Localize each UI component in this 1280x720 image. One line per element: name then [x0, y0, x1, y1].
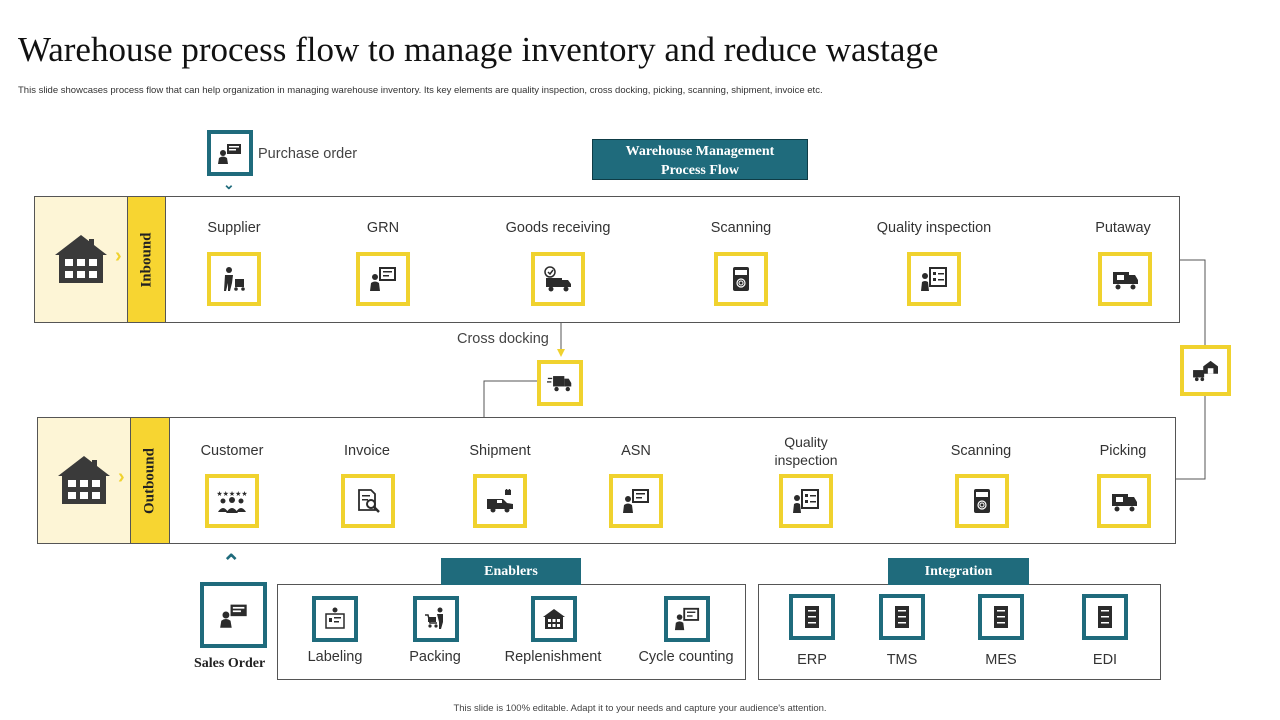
page-subtitle: This slide showcases process flow that c…	[18, 85, 823, 96]
step-label-quality-inspection-out: Quality inspection	[774, 434, 838, 468]
packing-box	[413, 596, 459, 642]
presenter-board-icon	[219, 604, 247, 628]
integration-label-erp: ERP	[797, 652, 827, 668]
page-title: Warehouse process flow to manage invento…	[18, 30, 939, 69]
enabler-label-cycle-counting: Cycle counting	[638, 649, 734, 665]
scanner-icon	[974, 489, 990, 513]
quality-inspection-box	[907, 252, 961, 306]
delivery-truck-icon	[544, 266, 571, 292]
picking-box	[1097, 474, 1151, 528]
quality-inspection-out-box	[779, 474, 833, 528]
checklist-icon	[793, 489, 819, 513]
inbound-label-bar: Inbound	[128, 197, 166, 322]
warehouse-management-header: Warehouse Management Process Flow	[592, 139, 808, 180]
van-icon	[487, 489, 513, 513]
purchase-order-label: Purchase order	[258, 146, 358, 162]
outbound-label-bar: Outbound	[131, 418, 170, 543]
chevron-up-icon: ⌃	[222, 550, 241, 575]
integration-label-tms: TMS	[886, 652, 918, 668]
replenishment-box	[531, 596, 577, 642]
cart-worker-icon	[425, 607, 443, 629]
truck-icon	[1113, 272, 1138, 290]
outbound-label: Outbound	[141, 447, 158, 514]
enabler-label-replenishment: Replenishment	[504, 649, 602, 665]
sales-order-box	[200, 582, 267, 648]
server-icon	[994, 606, 1008, 628]
putaway-box	[1098, 252, 1152, 306]
customer-box: ★★★★★	[205, 474, 259, 528]
edi-box	[1082, 594, 1128, 640]
svg-text:★★★★★: ★★★★★	[217, 490, 247, 498]
step-label-shipment: Shipment	[469, 443, 531, 459]
presenter-board-icon	[218, 144, 241, 164]
chevron-right-icon: ›	[118, 466, 125, 488]
scanner-icon	[733, 267, 749, 291]
shipment-box	[473, 474, 527, 528]
scanning-out-box	[955, 474, 1009, 528]
step-label-quality-inspection: Quality inspection	[876, 220, 992, 236]
supplier-box	[207, 252, 261, 306]
enabler-label-labeling: Labeling	[307, 649, 363, 665]
presenter-board-icon	[674, 607, 700, 631]
warehouse-truck-icon	[1192, 360, 1218, 381]
worker-cart-icon	[224, 267, 245, 291]
cross-docking-box	[537, 360, 583, 406]
warehouse-icon	[55, 235, 107, 283]
step-label-putaway: Putaway	[1095, 220, 1151, 236]
customers-group-icon: ★★★★★	[217, 490, 247, 513]
chevron-right-icon: ›	[115, 245, 122, 267]
step-label-scanning: Scanning	[710, 220, 772, 236]
integration-label-edi: EDI	[1092, 652, 1118, 668]
step-label-goods-receiving: Goods receiving	[505, 220, 611, 236]
header-box-text: Warehouse Management Process Flow	[625, 144, 775, 178]
presenter-board-icon	[370, 267, 396, 291]
transfer-truck-box	[1180, 345, 1231, 396]
label-tag-icon	[325, 607, 345, 629]
server-icon	[805, 606, 819, 628]
cross-docking-label: Cross docking	[457, 331, 549, 347]
enablers-header: Enablers	[441, 558, 581, 585]
step-label-customer: Customer	[200, 443, 264, 459]
server-icon	[895, 606, 909, 628]
step-label-scanning-out: Scanning	[950, 443, 1012, 459]
inbound-band	[34, 196, 1180, 323]
enabler-label-packing: Packing	[409, 649, 461, 665]
invoice-search-icon	[358, 489, 380, 513]
step-label-invoice: Invoice	[344, 443, 390, 459]
chevron-down-icon: ⌄	[223, 176, 235, 192]
purchase-order-box	[207, 130, 253, 176]
sales-order-label: Sales Order	[194, 656, 266, 671]
truck-icon	[1112, 494, 1137, 512]
asn-box	[609, 474, 663, 528]
mes-box	[978, 594, 1024, 640]
labeling-box	[312, 596, 358, 642]
invoice-box	[341, 474, 395, 528]
presenter-board-icon	[623, 489, 649, 513]
checklist-icon	[921, 267, 947, 291]
integration-header: Integration	[888, 558, 1029, 585]
step-label-asn: ASN	[621, 443, 651, 459]
warehouse-icon	[58, 456, 110, 504]
server-icon	[1098, 606, 1112, 628]
outbound-house-panel: ›	[38, 418, 131, 543]
step-label-supplier: Supplier	[207, 220, 261, 236]
inbound-house-panel: ›	[35, 197, 128, 322]
cycle-counting-box	[664, 596, 710, 642]
grn-box	[356, 252, 410, 306]
fast-truck-icon	[547, 376, 572, 392]
goods-receiving-box	[531, 252, 585, 306]
scanning-box	[714, 252, 768, 306]
inbound-label: Inbound	[138, 231, 154, 288]
footer-note: This slide is 100% editable. Adapt it to…	[453, 703, 827, 714]
warehouse-icon	[543, 609, 565, 629]
integration-label-mes: MES	[985, 652, 1017, 668]
erp-box	[789, 594, 835, 640]
step-label-picking: Picking	[1099, 443, 1147, 459]
step-label-grn: GRN	[366, 220, 400, 236]
tms-box	[879, 594, 925, 640]
